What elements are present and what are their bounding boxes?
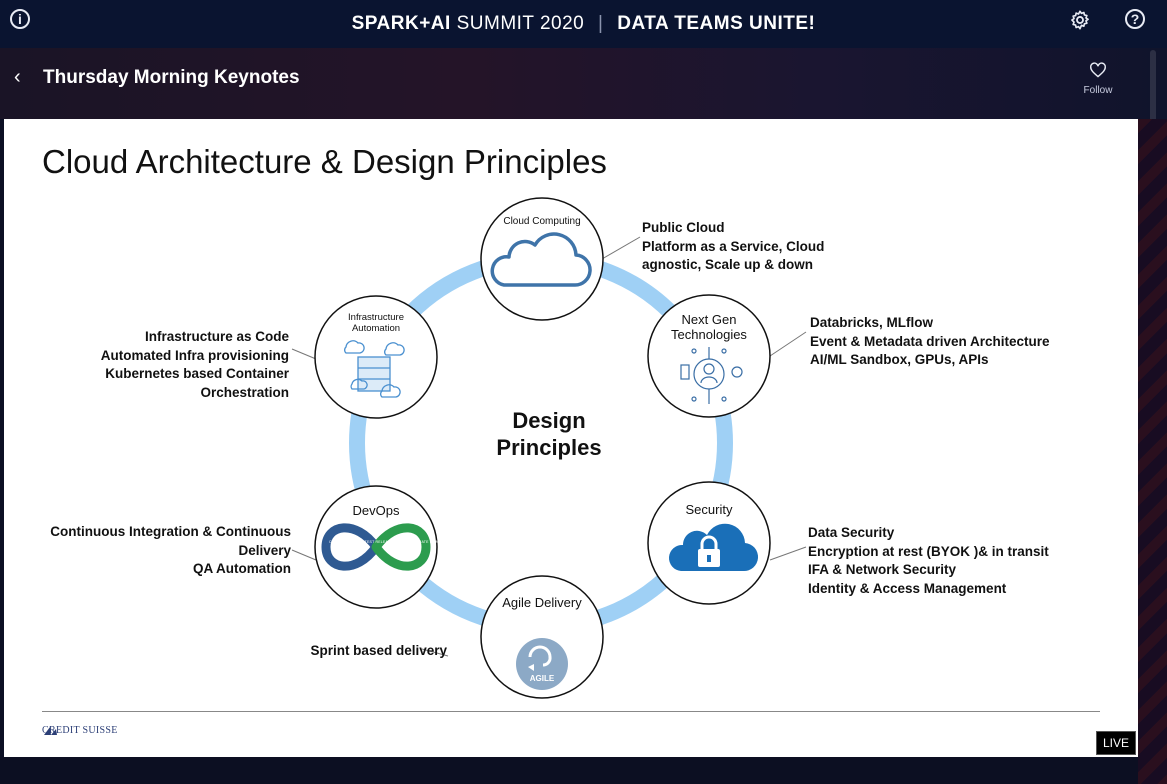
desc-nextgen: Databricks, MLflow Event & Metadata driv… [810,314,1050,370]
desc-line: Platform as a Service, Cloud [642,238,825,254]
sails-icon [44,727,57,735]
server-cloud-icon [344,340,405,398]
info-icon[interactable]: i [10,9,30,29]
top-header-bar: i SPARK+AI SUMMIT 2020 | DATA TEAMS UNIT… [0,0,1167,48]
loop-word: CODE [329,540,340,544]
center-line2: Principles [496,435,602,460]
event-separator: | [598,13,604,34]
background-pattern [1138,119,1167,784]
event-title: SPARK+AI SUMMIT 2020 | DATA TEAMS UNITE! [352,13,816,35]
desc-line: Infrastructure as Code [144,329,289,344]
infinity-loop-icon [321,523,431,571]
heart-icon [1090,62,1106,78]
event-tagline: DATA TEAMS UNITE! [617,13,816,34]
desc-line: Event & Metadata driven Architecture [810,333,1050,349]
loop-word: DEPLOY [394,540,410,544]
agile-badge-text: AGILE [529,674,555,683]
desc-line: Encryption at rest (BYOK )& in transit [808,543,1049,559]
design-principles-diagram [291,197,807,699]
center-line1: Design [512,408,586,433]
live-badge: LIVE [1096,731,1137,755]
desc-security: Data Security Encryption at rest (BYOK )… [808,524,1049,598]
brand-text: CREDIT SUISSE [42,725,118,736]
cloud-lock-icon [668,523,759,572]
session-title: Thursday Morning Keynotes [43,67,300,88]
desc-line: Kubernetes based Container [105,366,289,381]
presentation-slide: Cloud Architecture & Design Principles [4,119,1138,757]
slide-title: Cloud Architecture & Design Principles [42,143,607,180]
center-title: Design Principles [464,407,634,461]
cloud-icon [490,232,592,287]
info-icon-glyph: i [18,11,22,27]
node-agile-label: Agile Delivery [502,595,582,610]
devops-loop-labels: CODE PLAN BUILD TEST RELEASE DEPLOY OPER… [329,540,448,544]
session-bar [0,48,1167,119]
desc-line: Sprint based delivery [310,643,447,658]
loop-word: RELEASE [375,540,394,544]
node-nextgen-line2: Technologies [671,327,747,342]
event-summit: SUMMIT 2020 [456,13,585,34]
desc-line: IFA & Network Security [808,562,957,577]
player-bottom-strip [0,757,1138,784]
node-infra-label: Infrastructure Automation [315,312,437,334]
node-infra-line2: Automation [351,323,401,334]
desc-devops: Continuous Integration & Continuous Deli… [21,523,291,579]
loop-word: TEST [364,540,375,544]
follow-label: Follow [1083,85,1113,96]
loop-word: BUILD [352,540,364,544]
node-infra-line1: Infrastructure [348,312,404,323]
follow-button[interactable]: Follow [1078,62,1118,96]
desc-line: Identity & Access Management [808,580,1007,596]
node-cloud-circle [480,197,604,321]
desc-cloud: Public Cloud Platform as a Service, Clou… [642,219,824,275]
gear-icon[interactable] [1069,9,1091,31]
desc-infra: Infrastructure as Code Automated Infra p… [49,328,289,402]
loop-word: OPERATE [410,540,429,544]
node-devops-label: DevOps [352,503,400,518]
desc-line: Delivery [238,542,291,558]
ai-network-icon [680,347,743,404]
node-nextgen-label: Next Gen Technologies [648,312,770,342]
desc-line: Databricks, MLflow [810,315,934,330]
node-cloud-label: Cloud Computing [503,216,581,227]
credit-suisse-logo: CREDIT SUISSE [42,725,118,736]
event-brand: SPARK+AI [351,13,451,34]
desc-line: Automated Infra provisioning [100,347,289,363]
slide-footer-divider [42,711,1100,712]
help-icon-glyph: ? [1130,11,1140,27]
connector-lines [291,236,807,657]
loop-word: MONITOR [429,540,448,544]
desc-line: AI/ML Sandbox, GPUs, APIs [810,352,989,367]
desc-line: Orchestration [200,384,289,400]
desc-agile: Sprint based delivery [247,642,447,661]
desc-line: Continuous Integration & Continuous [50,524,291,539]
loop-word: PLAN [341,540,352,544]
node-security-label: Security [685,502,733,517]
back-chevron-icon[interactable]: ‹ [14,66,21,88]
desc-line: Data Security [808,525,895,540]
node-agile-circle [480,575,604,699]
desc-line: Public Cloud [642,220,725,235]
desc-line: agnostic, Scale up & down [642,257,814,272]
help-icon[interactable]: ? [1125,9,1145,29]
node-nextgen-line1: Next Gen [681,312,737,327]
desc-line: QA Automation [193,561,291,576]
agile-badge-icon [516,638,568,690]
